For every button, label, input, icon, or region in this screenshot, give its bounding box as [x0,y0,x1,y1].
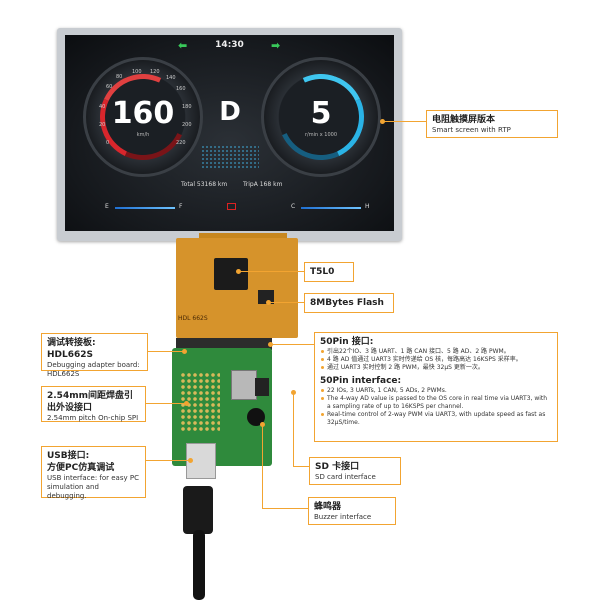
leader-rtp [382,121,426,122]
speed-tick: 100 [132,69,142,75]
fpc-silkscreen: HDL 662S [178,315,208,322]
dashboard-screen: ⬅ 14:30 ➡ 60 80 100 120 140 160 180 200 … [65,35,394,231]
callout-spi-subtitle: 2.54mm pitch On-chip SPI [47,414,139,422]
pin50-bullet-cn: 4 路 AD 值通过 UART3 实时传递给 OS 核，每路高达 16KSPS … [320,356,552,364]
t5l0-chip [214,258,248,290]
callout-adapter-title: 调试转接板: HDL662S [47,338,96,360]
lcd-module: ⬅ 14:30 ➡ 60 80 100 120 140 160 180 200 … [57,28,402,241]
pin50-bullet-cn: 引出22个IO、3 路 UART、1 路 CAN 接口、5 路 AD、2 路 P… [320,348,552,356]
callout-50pin-title-en: 50Pin interface: [320,376,402,386]
callout-usb: USB接口: 方便PC仿真调试 USB interface: for easy … [41,446,146,500]
speed-tick: 220 [176,140,186,146]
center-pattern [201,145,259,169]
callout-t5l0: T5L0 [304,262,354,282]
leader-sd-h [293,466,309,467]
callout-spi: 2.54mm间距焊盘引出外设接口 2.54mm pitch On-chip SP… [41,386,146,422]
fuel-f-label: F [179,203,183,210]
turn-left-icon: ⬅ [178,39,188,52]
fuel-e-label: E [105,203,109,210]
dashboard-clock: 14:30 [215,40,244,50]
callout-sd-subtitle: SD card interface [315,473,376,481]
temp-c-label: C [291,203,296,210]
leader-50pin [270,344,314,345]
callout-sd: SD 卡接口 SD card interface [309,457,401,485]
leader-buzzer-v [262,424,263,508]
trip-odometer: TripA 168 km [243,181,283,188]
callout-rtp-subtitle: Smart screen with RTP [432,126,511,134]
temp-h-label: H [365,203,370,210]
speed-tick: 40 [99,104,106,110]
callout-flash-title: 8MBytes Flash [310,298,384,308]
speed-tick: 160 [176,86,186,92]
callout-sd-title: SD 卡接口 [315,462,360,472]
leader-dot [291,390,296,395]
pin50-bullet-cn: 通过 UART3 实时控制 2 路 PWM，最快 32μS 更新一次。 [320,364,552,372]
speed-tick: 0 [106,140,110,146]
pin50-bullet-en: The 4-way AD value is passed to the OS c… [320,395,552,411]
leader-dot [260,422,265,427]
callout-buzzer-title: 蜂鸣器 [314,502,342,512]
connector-jack [255,378,269,396]
fuel-bar [115,207,175,209]
callout-rtp: 电阻触摸屏版本 Smart screen with RTP [426,110,558,138]
leader-dot [188,458,193,463]
leader-flash [268,302,304,303]
usb-cable [193,530,205,600]
rpm-gauge: 5 r/min x 1000 [261,57,381,177]
callout-rtp-title: 电阻触摸屏版本 [432,115,496,125]
speed-unit: km/h [136,132,150,138]
pin50-bullet-en: 22 IOs, 3 UARTs, 1 CAN, 5 ADs, 2 PWMs. [320,387,552,395]
leader-t5l0 [238,271,304,272]
total-odometer: Total 53168 km [181,181,228,188]
callout-usb-title: USB接口: [47,451,90,461]
pin50-bullet-en: Real-time control of 2-way PWM via UART3… [320,411,552,427]
leader-usb [146,460,190,461]
leader-dot [182,349,187,354]
battery-icon [227,203,236,210]
callout-buzzer: 蜂鸣器 Buzzer interface [308,497,396,525]
callout-50pin: 50Pin 接口: 引出22个IO、3 路 UART、1 路 CAN 接口、5 … [314,332,558,442]
speed-tick: 140 [166,75,176,81]
speed-tick: 180 [182,104,192,110]
rpm-unit: r/min x 1000 [304,132,338,138]
leader-dot [236,269,241,274]
rpm-value: 5 [310,96,332,131]
leader-dot [184,401,189,406]
leader-spi [146,403,186,404]
speed-tick: 120 [150,69,160,75]
leader-dot [380,119,385,124]
callout-buzzer-subtitle: Buzzer interface [314,513,372,521]
callout-usb-subtitle: USB interface: for easy PC simulation an… [47,474,139,500]
speed-gauge: 60 80 100 120 140 160 180 200 220 40 20 … [83,57,203,177]
leader-dot [266,300,271,305]
callout-50pin-title-cn: 50Pin 接口: [320,337,374,347]
usb-cable-plug [183,486,213,534]
leader-buzzer-h [262,508,308,509]
sd-card-slot [231,370,257,400]
callout-flash: 8MBytes Flash [304,293,394,313]
callout-t5l0-title: T5L0 [310,267,335,277]
callout-spi-title: 2.54mm间距焊盘引出外设接口 [47,391,133,413]
leader-adapter [148,351,184,352]
speed-tick: 200 [182,122,192,128]
speed-value: 160 [111,96,175,131]
callout-adapter-subtitle: Debugging adapter board: HDL662S [47,361,140,378]
callout-adapter: 调试转接板: HDL662S Debugging adapter board: … [41,333,148,378]
speed-tick: 20 [99,122,106,128]
temp-bar [301,207,361,209]
turn-right-icon: ➡ [271,39,281,52]
speed-tick: 60 [106,84,113,90]
leader-dot [268,342,273,347]
speed-tick: 80 [116,74,123,80]
gear-indicator: D [219,97,241,127]
leader-sd-v [293,392,294,466]
ffc-connector [176,338,272,350]
buzzer [247,408,265,426]
callout-usb-title2: 方便PC仿真调试 [47,463,115,473]
